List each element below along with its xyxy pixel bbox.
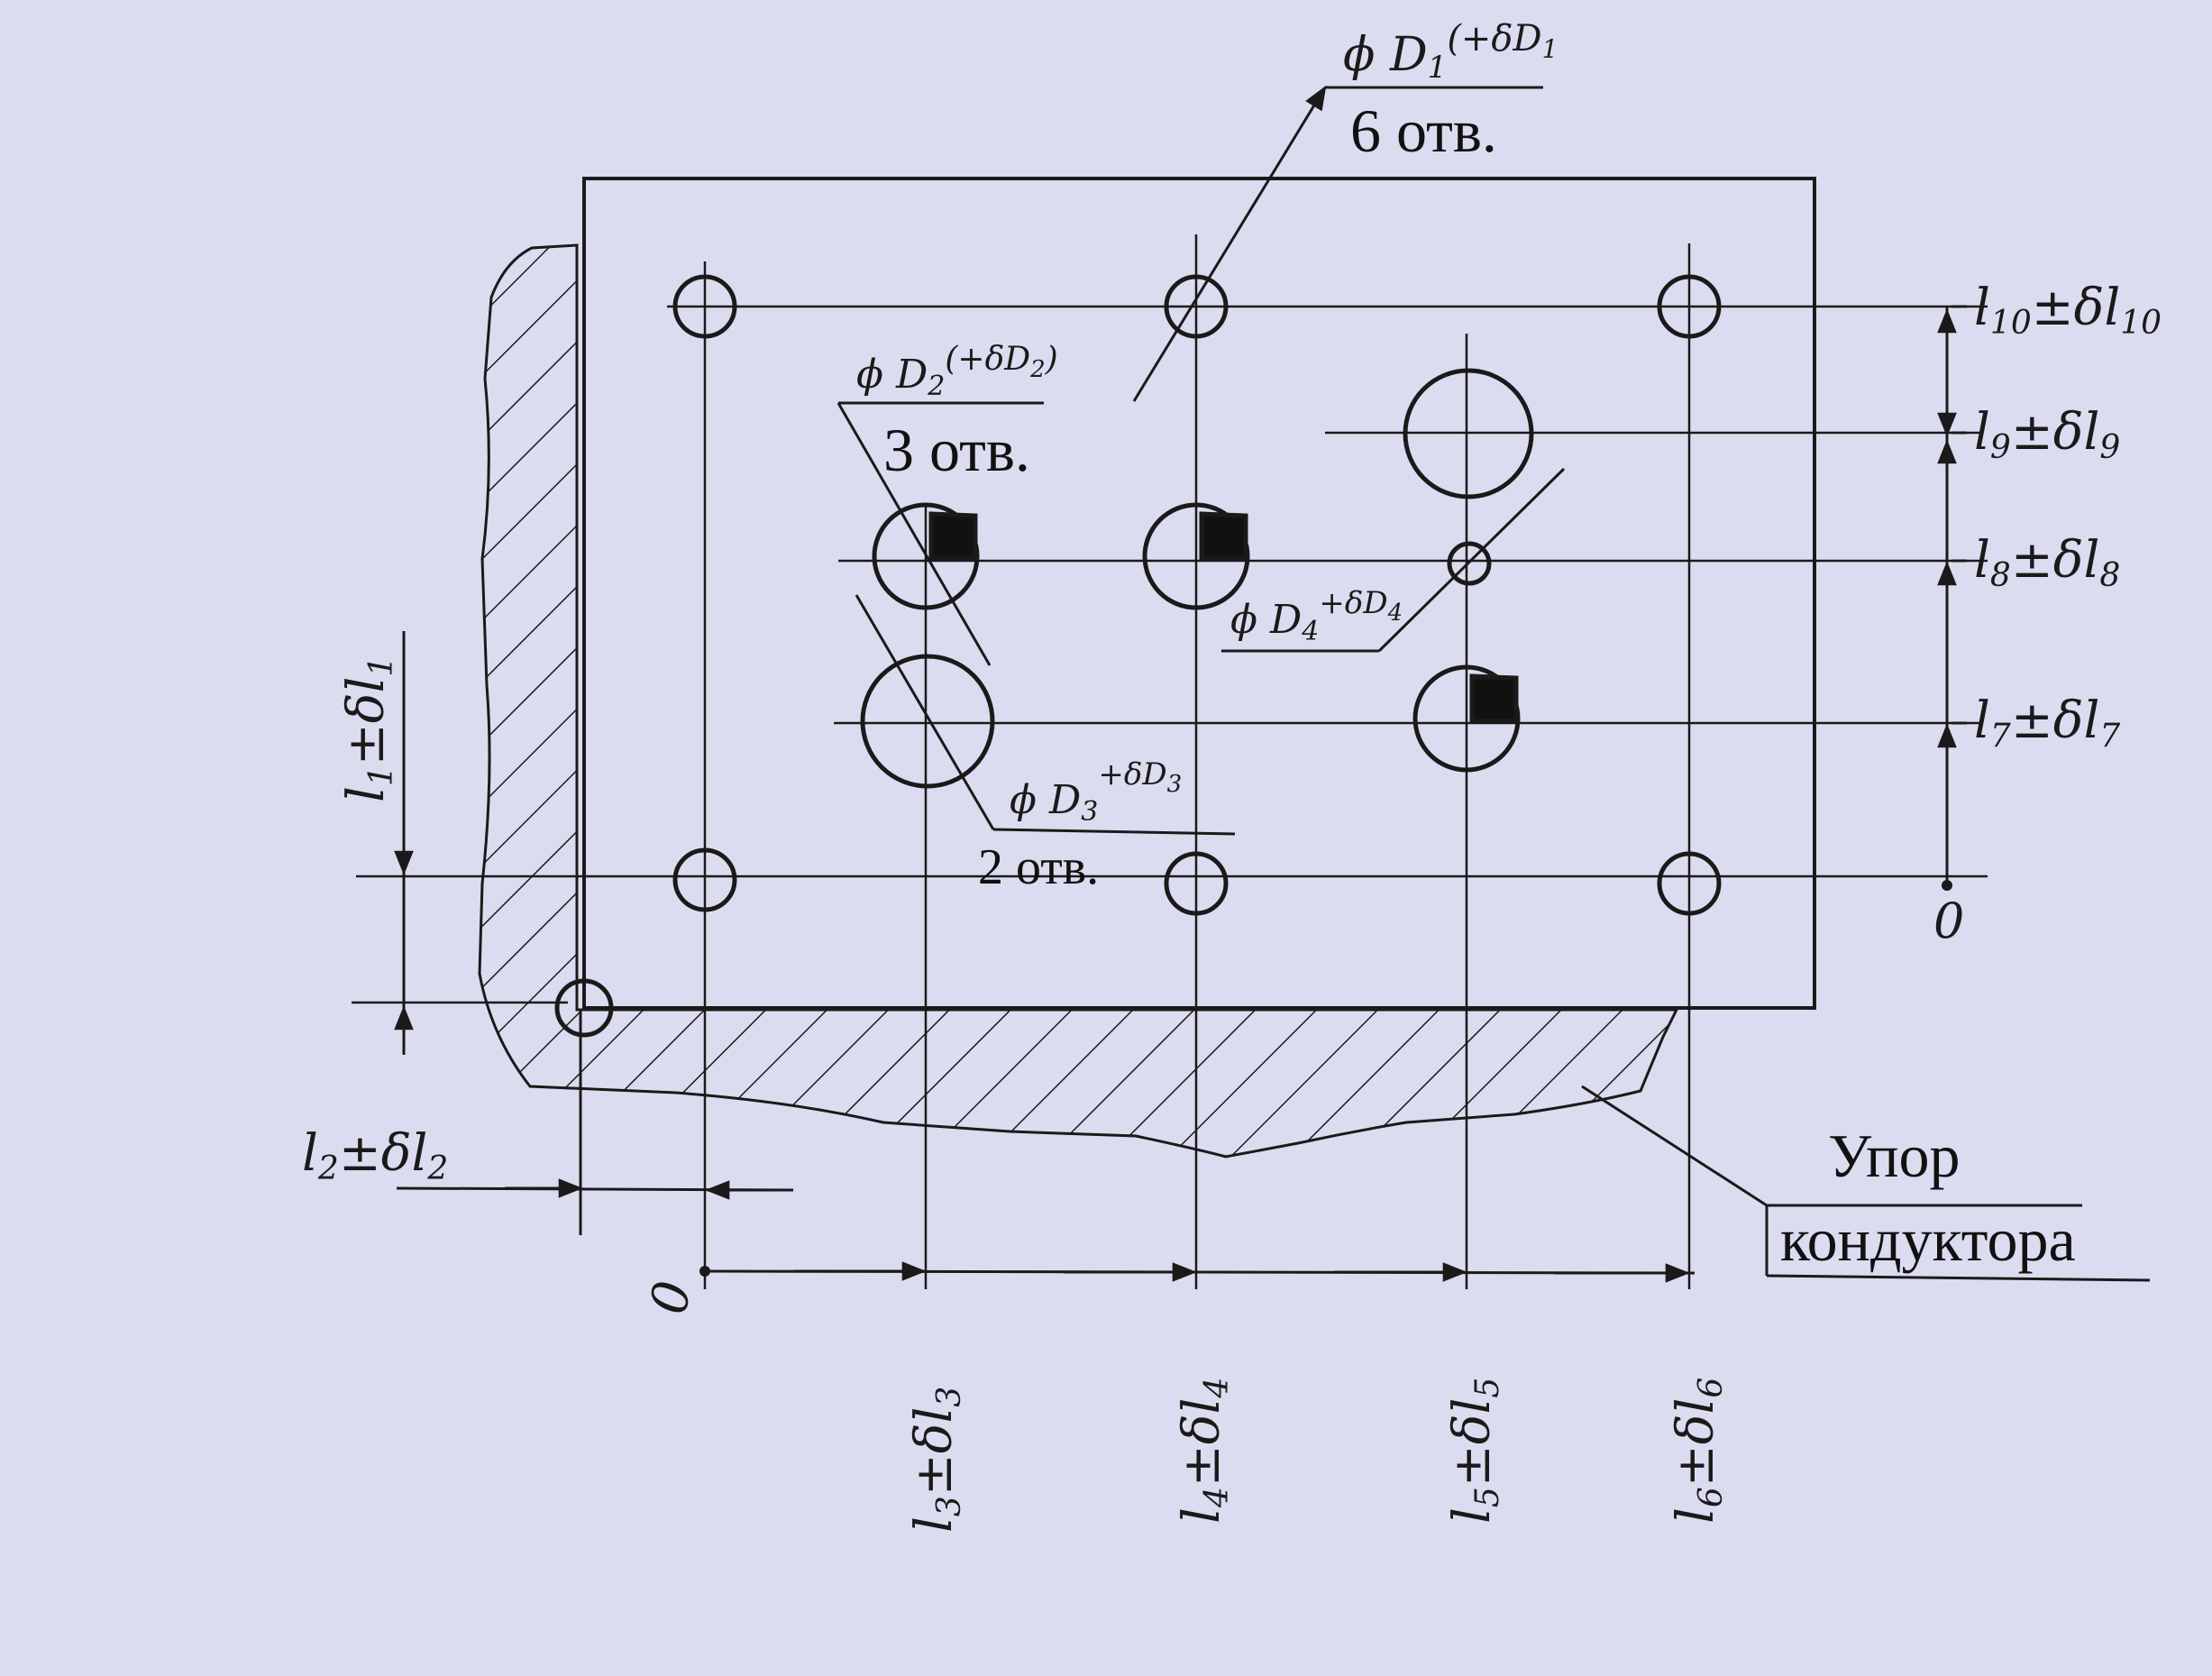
- d1-tol-sub: 1: [1542, 34, 1558, 64]
- vertical-center-lines: [703, 234, 1691, 1289]
- holes-d1: [672, 274, 1722, 916]
- bottom-dimension-l2: [396, 1010, 794, 1235]
- horizontal-center-lines: [352, 305, 1988, 1004]
- label-d4: ϕ D4+δD4: [1230, 585, 1403, 647]
- holes-d3: [860, 368, 1534, 789]
- d2-tol-sub: 2: [1029, 356, 1046, 383]
- leader-stop: [1581, 1085, 2151, 1282]
- leader-d4: [1221, 467, 1566, 653]
- label-d2: ϕ D2(+δD2) 3 отв.: [856, 341, 1058, 484]
- label-l6: l6±δl6: [1667, 1378, 1730, 1524]
- svg-text:ϕ D4+δD4: ϕ D4+δD4: [1230, 585, 1403, 647]
- d4-symbol: ϕ D: [1230, 597, 1302, 643]
- label-d3: ϕ D3+δD3 2 отв.: [978, 756, 1182, 895]
- d3-tol-sub: 3: [1167, 771, 1183, 798]
- bottom-origin-label: 0: [640, 1277, 703, 1318]
- fixture-hatched-body: [478, 243, 1679, 1159]
- stop-label-line1: Упор: [1828, 1122, 1961, 1190]
- leader-d2: [836, 401, 1044, 666]
- svg-text:l7±δl7: l7±δl7: [1974, 691, 2120, 755]
- leader-d3: [855, 594, 1236, 836]
- d2-symbol: ϕ D: [856, 352, 928, 398]
- svg-text:l10±δl10: l10±δl10: [1974, 279, 2162, 342]
- right-dimension-chain: [1937, 305, 1967, 885]
- d1-tol: (+δD: [1447, 18, 1541, 60]
- right-origin-label: 0: [1933, 893, 1964, 949]
- d1-count: 6 отв.: [1350, 96, 1497, 165]
- leader-d1: [1132, 85, 1543, 402]
- svg-text:ϕ D2(+δD2): ϕ D2(+δD2): [856, 341, 1058, 402]
- d3-count: 2 отв.: [978, 839, 1099, 895]
- d2-sub: 2: [927, 371, 945, 402]
- label-d1: ϕ D1(+δD1 6 отв.: [1343, 18, 1558, 165]
- d1-symbol: ϕ D: [1343, 28, 1428, 82]
- label-l3: l3±δl3: [905, 1387, 968, 1533]
- stop-label-line2: кондуктора: [1780, 1205, 2076, 1274]
- bottom-origin-dot: [699, 1266, 710, 1277]
- label-l4: l4±δl4: [1173, 1378, 1236, 1524]
- d4-sub: 4: [1301, 616, 1319, 647]
- d1-sub: 1: [1428, 50, 1448, 86]
- d3-symbol: ϕ D: [1010, 777, 1081, 823]
- d3-sub: 3: [1081, 796, 1098, 828]
- d4-tol: +δD: [1319, 585, 1387, 621]
- label-l1: l1±δl1: [337, 656, 400, 802]
- label-l2: l2±δl2: [302, 1124, 448, 1187]
- holes-d2: [872, 502, 1521, 773]
- d2-count: 3 отв.: [883, 416, 1030, 484]
- right-origin-dot: [1942, 880, 1952, 891]
- workpiece-plate: [582, 177, 1816, 1010]
- svg-text:l8±δl8: l8±δl8: [1974, 531, 2120, 594]
- label-l5: l5±δl5: [1443, 1378, 1506, 1524]
- d2-tol-close: ): [1045, 341, 1058, 378]
- bottom-dimension-chain: [702, 1261, 1696, 1283]
- fixture-edge-hole: [554, 978, 614, 1038]
- d2-tol: (+δD: [945, 341, 1030, 378]
- svg-text:ϕ D1(+δD1: ϕ D1(+δD1: [1343, 18, 1558, 86]
- hole-d4: [1447, 541, 1492, 586]
- svg-text:l9±δl9: l9±δl9: [1974, 403, 2120, 466]
- d4-tol-sub: 4: [1387, 600, 1403, 627]
- right-dimension-labels: l10±δl10 l9±δl9 l8±δl8 l7±δl7 0: [1933, 279, 2162, 949]
- d3-tol: +δD: [1098, 756, 1166, 792]
- svg-text:ϕ D3+δD3: ϕ D3+δD3: [1010, 756, 1182, 828]
